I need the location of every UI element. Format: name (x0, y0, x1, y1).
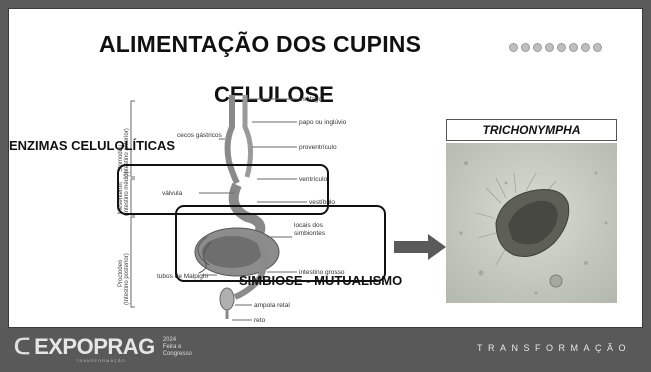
highlight-box-midgut (117, 164, 329, 215)
label-stomodeu: Stomodeu (118, 145, 124, 172)
dot-icon (545, 43, 554, 52)
label-stomodeu-sub: (Intestino anterior) (124, 128, 130, 177)
decorative-dots (509, 43, 602, 52)
label-reto: reto (254, 317, 266, 322)
right-arrow-icon (394, 234, 446, 260)
trichonympha-figure: TRICHONYMPHA (446, 119, 617, 303)
dot-icon (593, 43, 602, 52)
micrograph-image (446, 143, 617, 303)
dot-icon (557, 43, 566, 52)
slide-title: ALIMENTAÇÃO DOS CUPINS (99, 31, 422, 57)
dot-icon (581, 43, 590, 52)
logo-line2: Congresso (162, 350, 192, 357)
dot-icon (509, 43, 518, 52)
footer-tagline: TRANSFORMAÇÃO (476, 343, 631, 353)
dot-icon (569, 43, 578, 52)
logo-text: EXPOPRAG (34, 334, 155, 359)
label-locais: locais dos (294, 222, 324, 229)
label-ampola: ampola retal (254, 302, 290, 309)
dot-icon (521, 43, 530, 52)
photo-caption: TRICHONYMPHA (446, 119, 617, 141)
label-intestino-grosso: intestino grosso (299, 269, 345, 276)
label-papo: papo ou inglúvio (299, 119, 347, 126)
bracket-stomodeu (130, 100, 135, 178)
logo-mark-icon: ᑕ (14, 334, 31, 359)
termite-gut-diagram: esôfago papo ou inglúvio cecos gástricos… (118, 95, 347, 322)
label-valvula: válvula (162, 190, 183, 197)
logo-line1: Feira e (162, 343, 182, 350)
label-vestibulo: vestíbulo (309, 199, 335, 206)
dot-icon (533, 43, 542, 52)
label-mesenteron: Mesênteron (118, 182, 124, 214)
simbiose-label: SIMBIOSE - MUTUALISMO (239, 273, 403, 288)
enzimas-label: ENZIMAS CELULOLÍTICAS (9, 138, 176, 153)
label-ventriculo: ventrículo (299, 176, 328, 183)
label-proctodeo-sub: (Intestino posterior) (124, 253, 130, 305)
label-cecos: cecos gástricos (177, 132, 223, 139)
label-proctodeo: Proctodeo (118, 259, 124, 287)
slide-canvas: ALIMENTAÇÃO DOS CUPINS CELULOSE (8, 8, 643, 328)
footer-bar: ᑕ EXPOPRAG 2024 Feira e Congresso TRANSF… (0, 328, 651, 372)
logo-event-info: 2024 Feira e Congresso (163, 337, 192, 358)
logo-subtext: TRANSFORMAÇÃO (76, 358, 126, 363)
bracket-mesenteron (130, 178, 135, 216)
logo-year: 2024 (162, 336, 177, 343)
label-mesenteron-sub: (Intestino médio) (124, 171, 130, 216)
label-esofago: esôfago (299, 96, 323, 103)
label-proventriculo: proventrículo (299, 144, 337, 151)
highlight-box-hindgut (175, 205, 386, 282)
bracket-proctodeo (130, 216, 135, 308)
label-simbiontes: simbiontes (294, 230, 326, 237)
expoprag-logo: ᑕ EXPOPRAG 2024 Feira e Congresso (14, 336, 192, 358)
